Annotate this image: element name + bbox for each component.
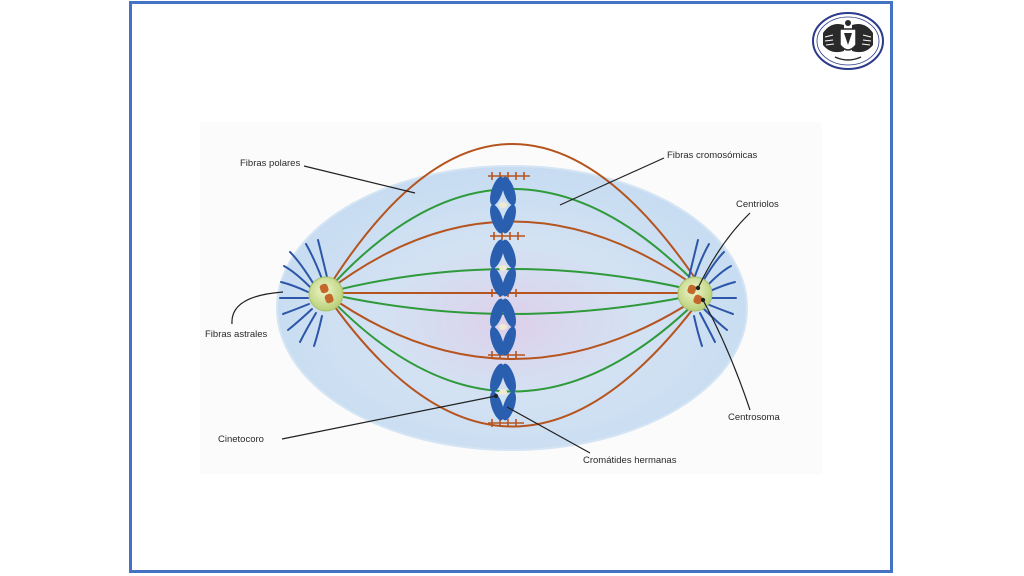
leader-lines: [231, 157, 751, 454]
label-fibras-astrales: Fibras astrales: [205, 329, 268, 340]
leader-fibras-polares: [303, 165, 416, 194]
label-fibras-polares: Fibras polares: [240, 158, 301, 169]
leader-dots: [494, 285, 706, 398]
centrosome-left: [308, 276, 344, 312]
label-fibras-cromosomicas: Fibras cromosómicas: [667, 150, 758, 161]
leader-fibras-cromosomicas: [559, 157, 665, 206]
kinetochore-bar: [490, 232, 525, 240]
chromosome: [490, 298, 516, 356]
chromosome: [490, 176, 516, 234]
centrosome-right: [677, 276, 713, 312]
label-centriolos: Centriolos: [736, 199, 779, 210]
chromosomes: [490, 176, 516, 421]
chromosome: [490, 363, 516, 421]
label-centrosoma: Centrosoma: [728, 412, 780, 423]
chromosome: [490, 239, 516, 297]
label-cromatides-hermanas: Cromátides hermanas: [583, 455, 677, 466]
university-seal-icon: [812, 12, 884, 70]
kinetochore-bar: [488, 419, 524, 427]
leader-cromatides-hermanas: [506, 406, 591, 454]
leader-centrosoma: [702, 299, 751, 411]
leader-centriolos: [697, 212, 751, 289]
astral-fibers-left: [279, 239, 328, 347]
label-cinetocoro: Cinetocoro: [218, 434, 264, 445]
leader-fibras-astrales: [231, 291, 284, 325]
leader-cinetocoro: [281, 395, 497, 440]
